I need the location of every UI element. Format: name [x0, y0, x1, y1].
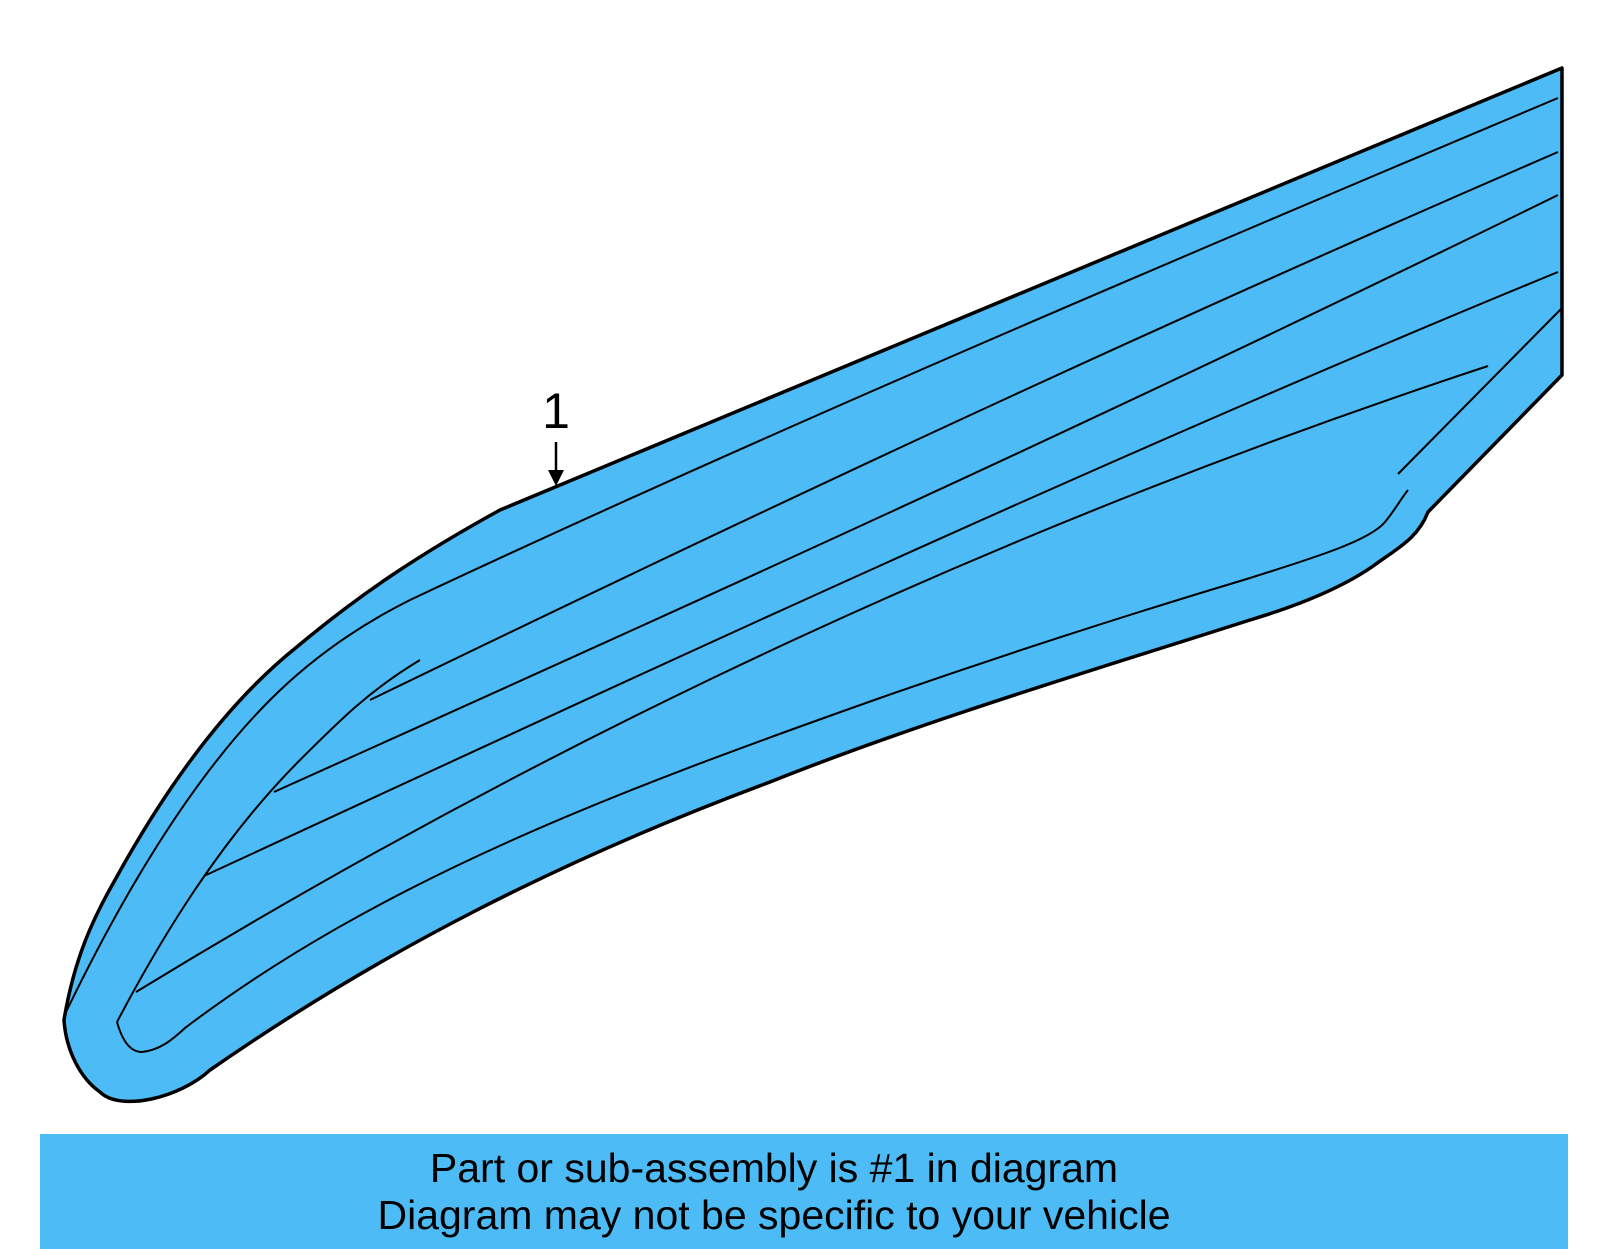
callout-number: 1 — [542, 383, 570, 439]
banner-line-1: Part or sub-assembly is #1 in diagram — [429, 1144, 1119, 1191]
inner-panel-right — [1397, 307, 1563, 475]
rib-4 — [135, 365, 1489, 993]
part-body — [62, 66, 1564, 1104]
rib-1 — [369, 151, 1559, 701]
inner-panel-lower — [116, 659, 421, 1023]
info-banner: Part or sub-assembly is #1 in diagram Di… — [40, 1134, 1568, 1249]
banner-line-2: Diagram may not be specific to your vehi… — [377, 1191, 1171, 1238]
inner-panel-edge — [65, 97, 1559, 1013]
callout-arrowhead-icon — [548, 470, 564, 486]
inner-panel-bottom — [116, 489, 1409, 1054]
rib-2 — [273, 194, 1559, 793]
rib-3 — [203, 271, 1559, 877]
